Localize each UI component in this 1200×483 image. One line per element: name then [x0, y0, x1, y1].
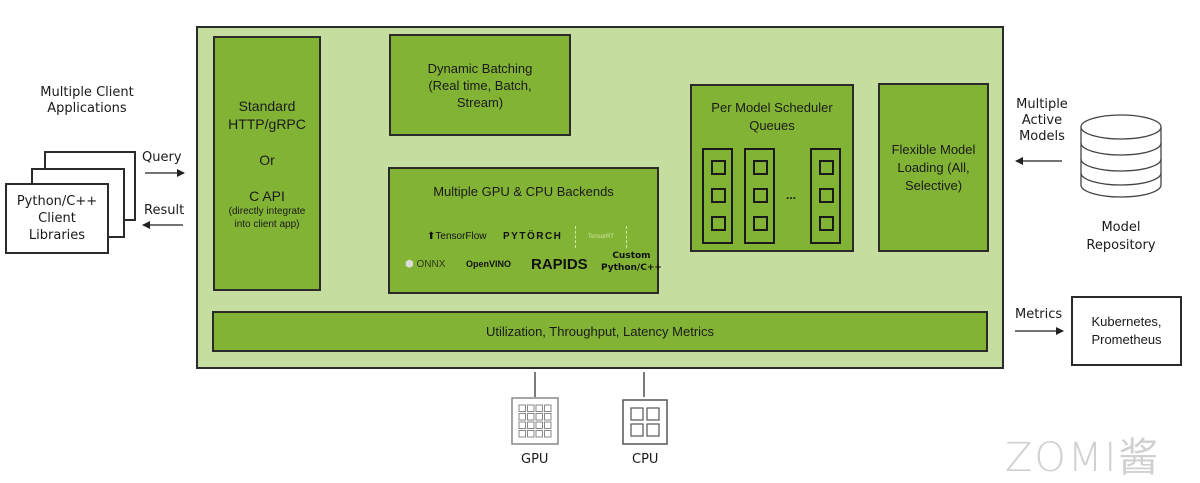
- custom-backend-logo: Custom Python/C++: [601, 250, 662, 274]
- queue-column: [744, 148, 775, 244]
- heading-line: Multiple Client: [40, 85, 134, 100]
- scheduler-title-line: Queues: [749, 118, 795, 133]
- gpu-core: [527, 421, 535, 429]
- tensorrt-logo: TensorRT: [575, 226, 627, 248]
- gpu-core: [544, 421, 552, 429]
- api-line: Standard: [238, 97, 296, 114]
- queue-slot: [753, 160, 768, 175]
- queue-slot: [711, 188, 726, 203]
- dynamic-batching-box[interactable]: Dynamic Batching (Real time, Batch, Stre…: [389, 34, 571, 136]
- active-models-line: Models: [1019, 129, 1065, 144]
- gpu-core: [518, 413, 526, 421]
- queue-slot: [753, 188, 768, 203]
- model-loading-box[interactable]: Flexible Model Loading (All, Selective): [878, 83, 989, 252]
- query-label: Query: [142, 150, 182, 165]
- metrics-arrow-label: Metrics: [1015, 307, 1063, 322]
- gpu-core: [527, 413, 535, 421]
- result-label: Result: [144, 203, 185, 218]
- client-applications-heading: Multiple Client Applications: [22, 85, 152, 117]
- tensorflow-icon: ⬆: [427, 231, 436, 242]
- backends-title: Multiple GPU & CPU Backends: [433, 184, 614, 199]
- repository-line: Model: [1101, 220, 1141, 235]
- openvino-logo: OpenVINO: [466, 259, 512, 269]
- gpu-core: [535, 413, 543, 421]
- queue-column: [702, 148, 733, 244]
- logo-text: ONNX: [416, 259, 446, 270]
- gpu-core: [527, 404, 535, 412]
- queue-ellipsis: ...: [786, 188, 797, 202]
- backends-box[interactable]: Multiple GPU & CPU Backends: [388, 167, 659, 294]
- model-repository-label: Model Repository: [1078, 219, 1164, 255]
- scheduler-queues-box[interactable]: Per Model Scheduler Queues: [690, 84, 854, 252]
- gpu-core: [544, 430, 552, 438]
- tensorflow-logo: ⬆TensorFlow: [427, 231, 487, 242]
- gpu-core: [535, 421, 543, 429]
- gpu-core: [527, 430, 535, 438]
- api-line: HTTP/gRPC: [228, 115, 306, 132]
- onnx-icon: ⬢: [405, 259, 414, 270]
- loading-line: Flexible Model: [891, 141, 976, 157]
- heading-line: Applications: [47, 101, 127, 116]
- loading-line: Selective): [904, 177, 963, 193]
- gpu-core: [535, 430, 543, 438]
- gpu-core: [544, 413, 552, 421]
- api-note-line: into client app): [234, 218, 300, 230]
- batching-line: (Real time, Batch,: [428, 77, 532, 93]
- active-models-line: Active: [1021, 113, 1063, 128]
- logo-text: TensorFlow: [435, 231, 487, 242]
- cpu-label: CPU: [632, 452, 659, 467]
- api-note-line: (directly integrate: [228, 205, 306, 217]
- target-line: Kubernetes,: [1091, 314, 1162, 329]
- api-line: Or: [259, 151, 275, 168]
- client-libraries-box[interactable]: Python/C++ Client Libraries: [5, 183, 109, 254]
- api-box[interactable]: Standard HTTP/gRPC Or C API (directly in…: [213, 36, 321, 291]
- rapids-logo: RAPIDS: [531, 256, 588, 273]
- library-label-line: Client: [38, 211, 76, 226]
- pytorch-logo: PYTÖRCH: [503, 231, 563, 242]
- custom-line: Custom: [612, 251, 651, 261]
- cpu-icon[interactable]: [622, 399, 668, 445]
- api-line: C API: [249, 187, 285, 204]
- gpu-core: [544, 404, 552, 412]
- batching-line: Dynamic Batching: [427, 60, 533, 76]
- target-line: Prometheus: [1091, 332, 1162, 347]
- kubernetes-prometheus-box[interactable]: Kubernetes, Prometheus: [1071, 296, 1182, 366]
- gpu-icon[interactable]: [511, 397, 559, 445]
- queue-slot: [819, 216, 834, 231]
- gpu-label: GPU: [521, 452, 549, 467]
- scheduler-title-line: Per Model Scheduler: [711, 100, 833, 115]
- queue-slot: [753, 216, 768, 231]
- library-label-line: Python/C++: [16, 194, 98, 209]
- gpu-core: [535, 404, 543, 412]
- logo-text: TensorRT: [588, 234, 614, 240]
- queue-slot: [819, 160, 834, 175]
- database-icon[interactable]: [1078, 111, 1164, 211]
- queue-slot: [711, 160, 726, 175]
- custom-line: Python/C++: [601, 263, 662, 273]
- metrics-bar[interactable]: Utilization, Throughput, Latency Metrics: [212, 311, 988, 352]
- active-models-line: Multiple: [1016, 97, 1068, 112]
- queue-slot: [711, 216, 726, 231]
- gpu-core: [518, 430, 526, 438]
- active-models-label: Multiple Active Models: [1005, 97, 1079, 145]
- gpu-core: [518, 421, 526, 429]
- metrics-bar-label: Utilization, Throughput, Latency Metrics: [485, 324, 715, 339]
- queue-column: [810, 148, 841, 244]
- onnx-logo: ⬢ ONNX: [405, 259, 445, 270]
- library-label-line: Libraries: [28, 228, 86, 243]
- repository-line: Repository: [1086, 238, 1156, 253]
- gpu-core: [518, 404, 526, 412]
- loading-line: Loading (All,: [897, 159, 970, 175]
- watermark: ZOMI酱: [1005, 435, 1161, 481]
- queue-slot: [819, 188, 834, 203]
- batching-line: Stream): [456, 94, 504, 110]
